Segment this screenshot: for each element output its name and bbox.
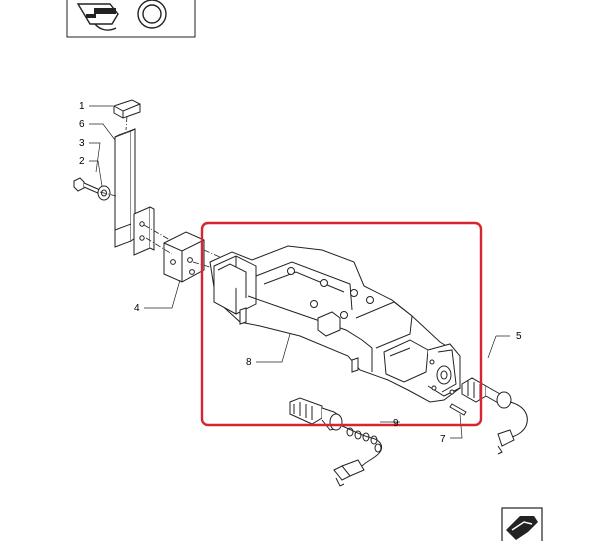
callout-9: 9 — [393, 418, 399, 429]
part-connector-5 — [461, 377, 528, 455]
highlight-box — [200, 221, 483, 427]
callout-4: 4 — [134, 303, 140, 314]
callout-7: 7 — [440, 434, 446, 445]
part-bolt — [73, 177, 101, 195]
part-sensor-9 — [289, 397, 383, 487]
part-housing — [209, 245, 461, 403]
next-page-arrow-icon[interactable] — [501, 507, 543, 541]
callout-5: 5 — [516, 331, 522, 342]
part-cap — [113, 99, 141, 119]
callout-1: 1 — [79, 101, 85, 112]
tractor-thumbnail-icon[interactable] — [66, 0, 196, 38]
callout-2: 2 — [79, 156, 85, 167]
part-bracket — [133, 206, 205, 283]
callout-3: 3 — [79, 138, 85, 149]
callout-6: 6 — [79, 119, 85, 130]
part-pin — [449, 403, 467, 416]
part-post — [114, 128, 136, 248]
callout-8: 8 — [246, 357, 252, 368]
leader-lines — [89, 105, 510, 439]
